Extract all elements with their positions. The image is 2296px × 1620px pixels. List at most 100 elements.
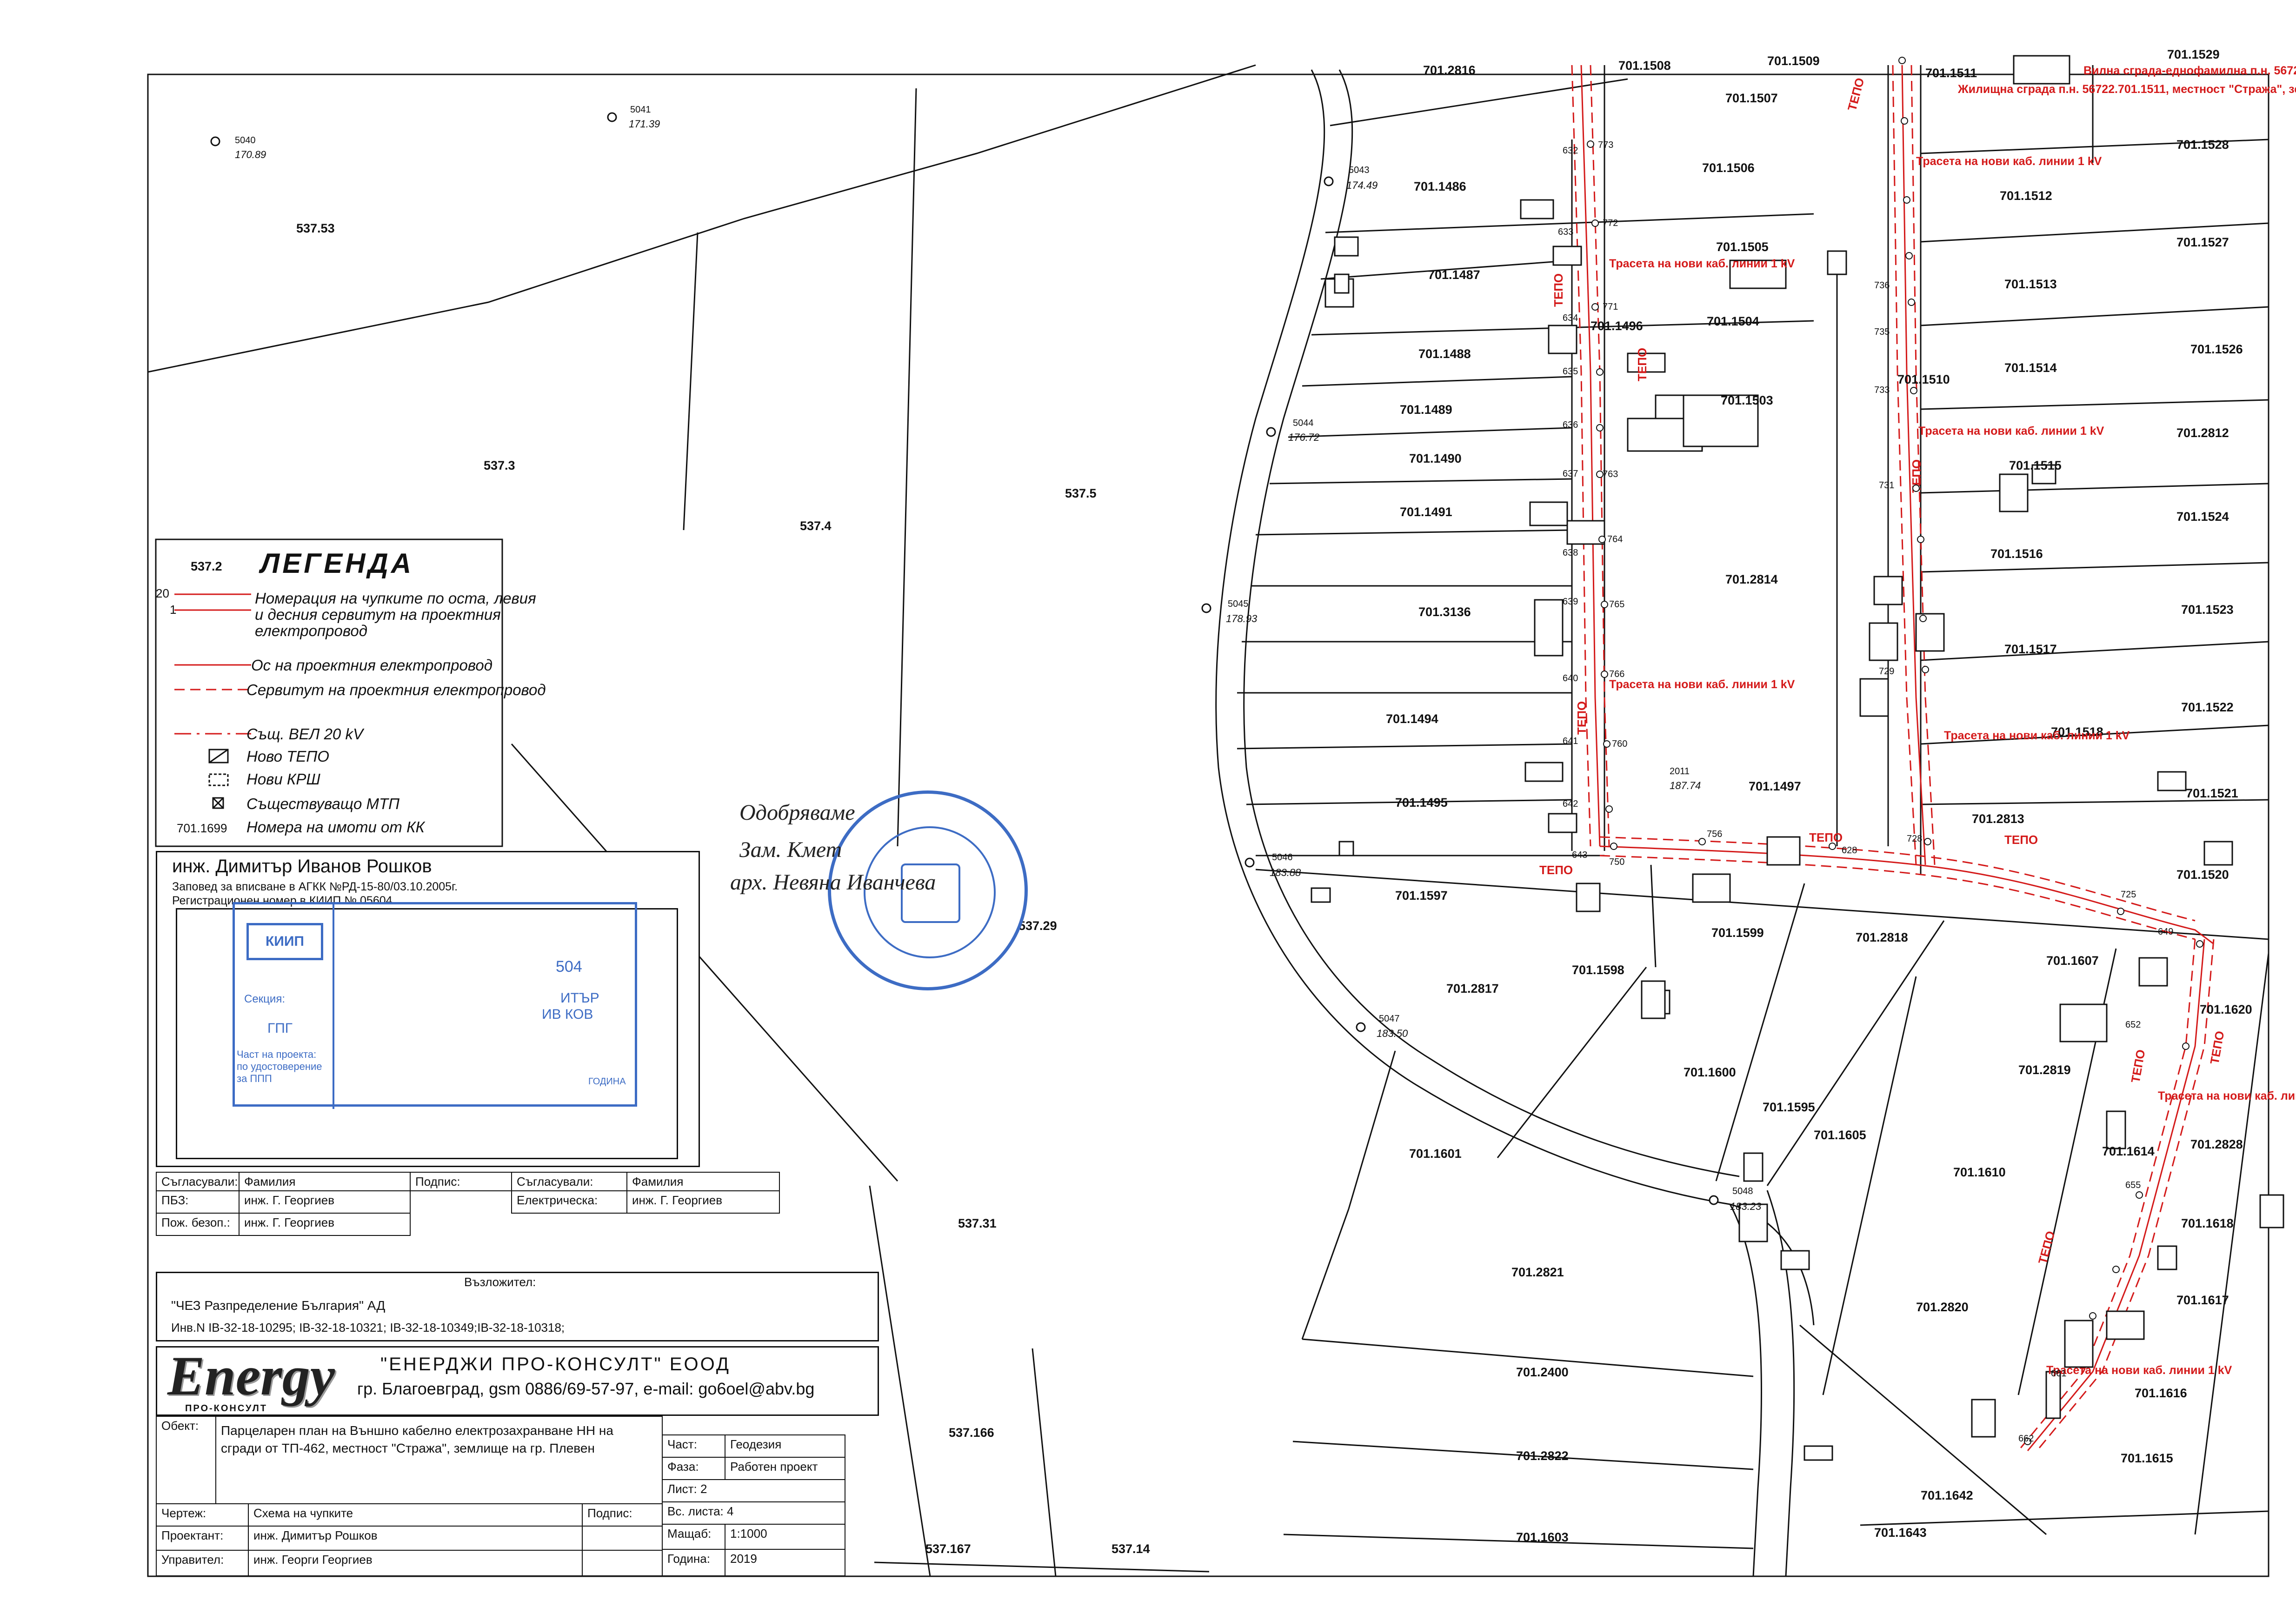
break-points xyxy=(1587,57,2203,1445)
company-logo-sub: ПРО-КОНСУЛТ xyxy=(185,1403,267,1414)
parcel-label: 701.1601 xyxy=(1409,1147,1462,1161)
approval-role-pbz: ПБЗ: xyxy=(156,1190,240,1214)
company-name: "ЕНЕРДЖИ ПРО-КОНСУЛТ" ЕООД xyxy=(380,1354,731,1374)
assignor-name: "ЧЕЗ Разпределение България" АД xyxy=(171,1298,386,1313)
point-number: 5040 xyxy=(235,135,256,146)
parcel-label: 701.1513 xyxy=(2004,277,2057,291)
stamp-section-value: ГПГ xyxy=(267,1021,293,1036)
west-parcels xyxy=(147,64,1256,1577)
point-number: 2011 xyxy=(1670,766,1690,777)
point-elevation: 183.88 xyxy=(1270,867,1301,878)
break-number: 760 xyxy=(1612,739,1627,749)
parcel-labels: 537.53 537.3 537.4 537.5 537.29 537.31 5… xyxy=(296,47,2252,1556)
point-number: 5048 xyxy=(1732,1186,1753,1196)
krsh-symbol-icon xyxy=(208,773,229,786)
break-number: 765 xyxy=(1609,599,1624,610)
parcel-label: 701.1643 xyxy=(1874,1526,1927,1540)
parcel-label: 701.1496 xyxy=(1591,319,1643,333)
break-number: 772 xyxy=(1603,218,1618,228)
break-number: 662 xyxy=(2018,1434,2034,1444)
cable-route-4 xyxy=(2017,939,2215,1451)
parcel-label: 701.1607 xyxy=(2046,954,2099,968)
company-logo: Energy xyxy=(167,1345,335,1407)
engineer-reg: Регистрационен номер в КИИП № 05604 xyxy=(172,894,393,907)
engineer-name: инж. Димитър Иванов Рошков xyxy=(172,856,432,876)
tepo-label: ТЕПО xyxy=(2004,833,2038,847)
cable-note: Трасета на нови каб. линии 1 kV xyxy=(1916,155,2102,168)
approvals-table: Съгласували: Фамилия Подпис: Съгласували… xyxy=(156,1172,886,1255)
tepo-label: ТЕПО xyxy=(1551,273,1565,307)
parcel-label: 701.1486 xyxy=(1414,179,1466,193)
break-number: 633 xyxy=(1558,227,1573,237)
object-text-line-1: Парцеларен план на Външно кабелно електр… xyxy=(221,1423,613,1438)
legend-text-numbering: Номерация на чупките по оста, левия и де… xyxy=(255,590,540,639)
parcel-label: 537.14 xyxy=(1111,1542,1150,1556)
geodetic-points xyxy=(210,112,1719,1205)
designer-value: инж. Димитър Рошков xyxy=(248,1526,583,1551)
break-number: 655 xyxy=(2125,1180,2141,1190)
parcel-label: 537.4 xyxy=(800,519,832,533)
legend-text-tepo: Ново ТЕПО xyxy=(246,748,329,765)
parcel-label: 701.1489 xyxy=(1400,403,1452,417)
parcel-label: 701.1512 xyxy=(2000,189,2052,203)
parcel-label: 701.2812 xyxy=(2176,426,2229,440)
total-sheets: Вс. листа: 4 xyxy=(662,1501,845,1525)
approval-header-agreed-2: Съгласували: xyxy=(511,1172,627,1191)
break-number: 773 xyxy=(1598,140,1613,150)
break-number: 634 xyxy=(1563,313,1578,323)
parcel-label: 701.1520 xyxy=(2176,868,2229,882)
legend-text-krsh: Нови КРШ xyxy=(246,770,320,788)
stamp-part-label: Част на проекта: по удостоверение за ППП xyxy=(237,1049,322,1084)
cable-note: Трасета на нови каб. линии 1 kV xyxy=(1944,729,2130,742)
part-value: Геодезия xyxy=(725,1434,845,1458)
break-number: 638 xyxy=(1563,548,1578,558)
parcel-label: 701.1620 xyxy=(2200,1003,2252,1016)
point-number: 5047 xyxy=(1379,1014,1400,1024)
cable-note: Трасета на нови каб. линии 1 kV xyxy=(1609,257,1795,270)
approval-line-2: Зам. Кмет xyxy=(739,837,842,862)
break-number: 641 xyxy=(1563,736,1578,746)
parcel-label: 701.1617 xyxy=(2176,1293,2229,1307)
parcel-label: 701.1597 xyxy=(1395,889,1448,903)
tepo-label: ТЕПО xyxy=(1635,348,1649,381)
parcel-label: 537.29 xyxy=(1018,919,1057,933)
break-number: 635 xyxy=(1563,366,1578,377)
point-elevation: 178.93 xyxy=(1226,613,1258,624)
manager-sign xyxy=(582,1550,663,1576)
company-contact: гр. Благоевград, gsm 0886/69-57-97, e-ma… xyxy=(357,1379,815,1398)
legend-parcel-ref: 537.2 xyxy=(191,559,222,573)
break-numbers: 773 772 771 763 764 765 766 760 632 633 … xyxy=(1558,140,2173,1444)
parcel-label: 701.1605 xyxy=(1814,1128,1866,1142)
break-number: 764 xyxy=(1607,534,1623,544)
parcel-label: 701.2820 xyxy=(1916,1300,1969,1314)
parcel-label: 701.1642 xyxy=(1921,1488,1973,1502)
break-number: 735 xyxy=(1874,327,1890,337)
point-elevation: 183.50 xyxy=(1377,1028,1408,1039)
parcel-label: 701.1514 xyxy=(2004,361,2057,375)
break-number: 763 xyxy=(1603,469,1618,479)
break-number: 642 xyxy=(1563,799,1578,809)
parcel-label: 701.1518 xyxy=(2051,725,2103,739)
part-label: Част: xyxy=(662,1434,725,1458)
break-number: 636 xyxy=(1563,420,1578,430)
company-block: Energy ПРО-КОНСУЛТ "ЕНЕРДЖИ ПРО-КОНСУЛТ"… xyxy=(156,1345,879,1416)
point-number: 5041 xyxy=(630,105,651,115)
cable-note: Трасета на нови каб. линии 1 kV xyxy=(1918,425,2104,438)
break-number: 733 xyxy=(1874,385,1890,395)
parcel-label: 701.1603 xyxy=(1516,1530,1569,1544)
legend-title: ЛЕГЕНДА xyxy=(259,548,414,579)
designer-label: Проектант: xyxy=(156,1526,249,1551)
parcel-label: 701.1527 xyxy=(2176,235,2229,249)
parcel-label: 701.1521 xyxy=(2186,786,2238,800)
kiip-stamp: КИИП Секция: ГПГ Част на проекта: по удо… xyxy=(233,902,637,1109)
break-number: 750 xyxy=(1609,857,1624,867)
point-elevation: 171.39 xyxy=(629,118,660,130)
stamp-name-fragment-2: ИВ КОВ xyxy=(542,1007,593,1022)
cable-note: Трасета на нови каб. линии 1 kV xyxy=(1609,678,1795,691)
tepo-label: ТЕПО xyxy=(2036,1229,2058,1265)
parcel-label: 701.1505 xyxy=(1716,240,1769,254)
point-labels: 5040 170.89 5041 171.39 5043 174.49 5044… xyxy=(235,105,1762,1212)
break-number: 729 xyxy=(1879,666,1894,677)
approval-header-family: Фамилия xyxy=(239,1172,411,1191)
tepo-label: ТЕПО xyxy=(1809,830,1843,844)
